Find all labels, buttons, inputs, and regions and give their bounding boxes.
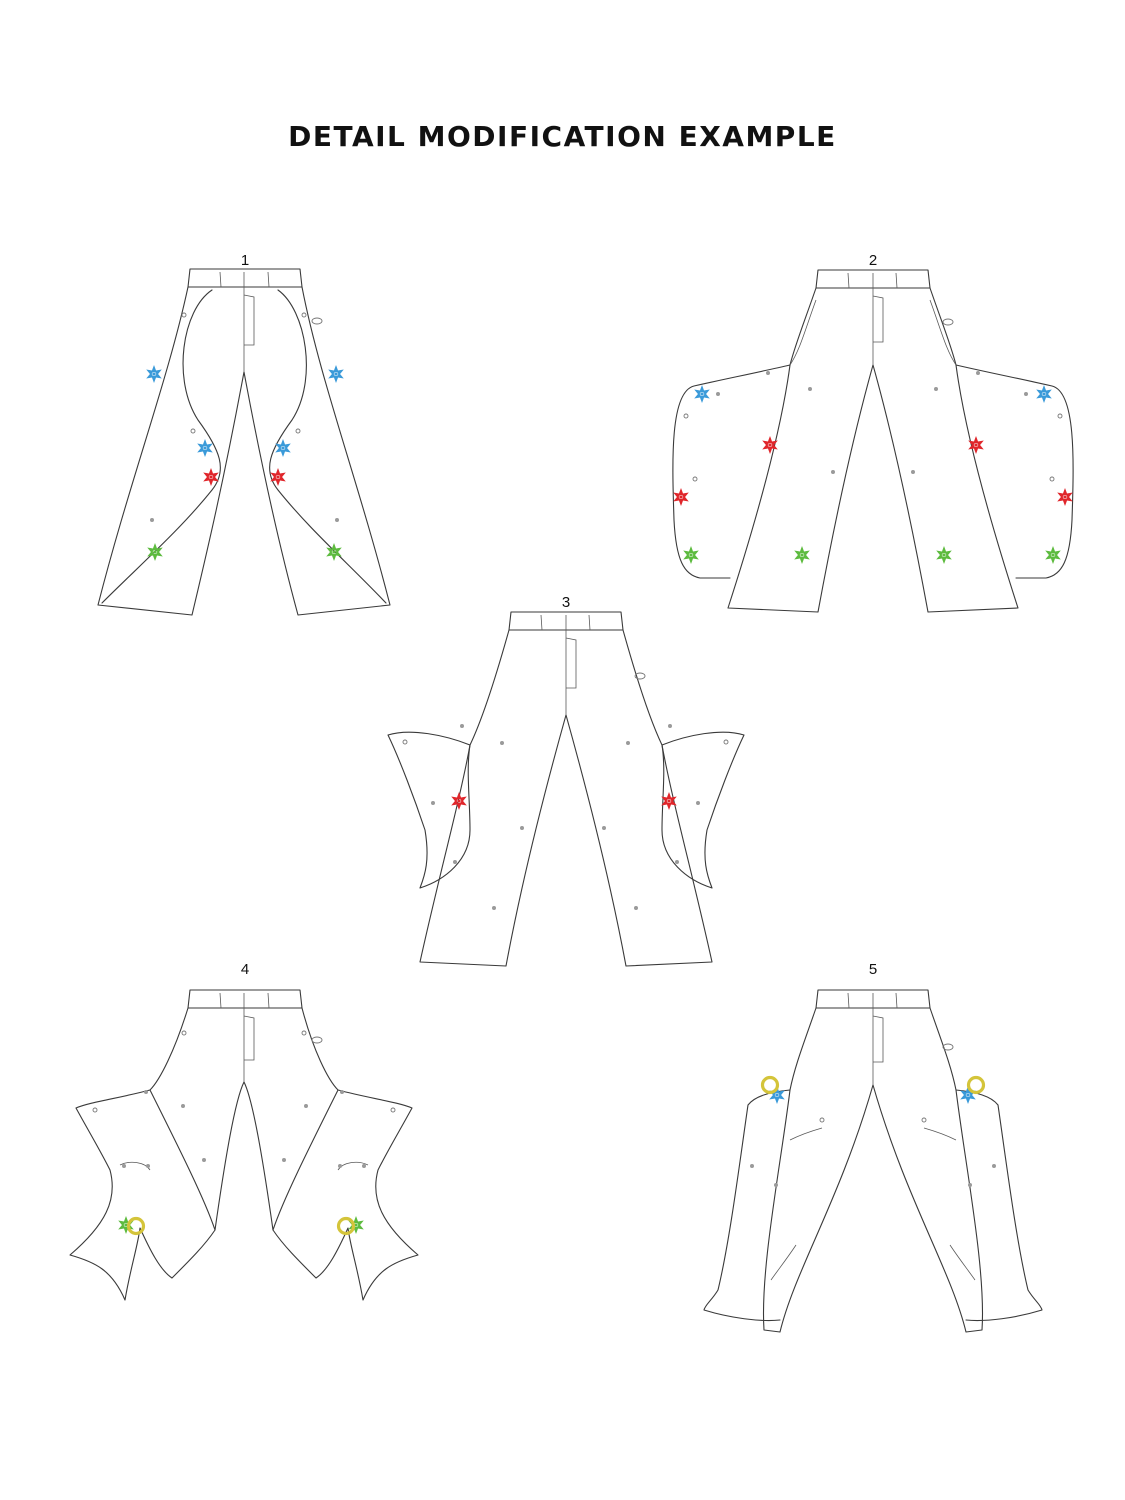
o-ring-icon [336, 1216, 356, 1236]
figure-2-pants-drawing [672, 269, 1074, 613]
figure-1-pants-drawing [97, 268, 391, 616]
snap-button-asterisk-icon [326, 365, 346, 383]
snap-button-asterisk-icon [792, 546, 812, 564]
figure-2-number: 2 [868, 252, 878, 269]
snap-button-asterisk-icon [934, 546, 954, 564]
figure-5-pants-drawing [703, 989, 1043, 1333]
figure-4-pants-drawing [69, 989, 419, 1301]
snap-button-asterisk-icon [201, 468, 221, 486]
snap-button-asterisk-icon [692, 385, 712, 403]
snap-button-asterisk-icon [273, 439, 293, 457]
page-title: DETAIL MODIFICATION EXAMPLE [288, 120, 837, 153]
snap-button-asterisk-icon [195, 439, 215, 457]
o-ring-icon [966, 1075, 986, 1095]
snap-button-asterisk-icon [268, 468, 288, 486]
snap-button-asterisk-icon [671, 488, 691, 506]
snap-button-asterisk-icon [324, 543, 344, 561]
o-ring-icon [760, 1075, 780, 1095]
snap-button-asterisk-icon [144, 365, 164, 383]
o-ring-icon [126, 1216, 146, 1236]
snap-button-asterisk-icon [681, 546, 701, 564]
snap-button-asterisk-icon [1055, 488, 1075, 506]
figure-1-number: 1 [240, 252, 250, 269]
figure-3-pants-drawing [387, 611, 745, 967]
snap-button-asterisk-icon [1034, 385, 1054, 403]
snap-button-asterisk-icon [1043, 546, 1063, 564]
figure-5-number: 5 [868, 961, 878, 978]
figure-4-number: 4 [240, 961, 250, 978]
snap-button-asterisk-icon [449, 792, 469, 810]
figure-3-number: 3 [561, 594, 571, 611]
